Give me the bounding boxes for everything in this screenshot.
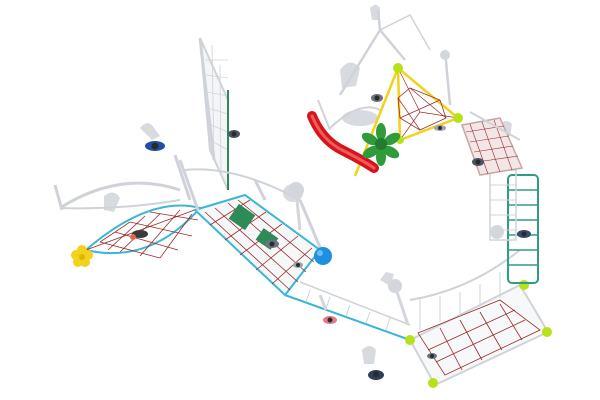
person-on-leaf-net xyxy=(130,230,148,240)
person-top-tower xyxy=(371,94,383,102)
red-slide xyxy=(307,111,379,173)
person-net-tube xyxy=(472,158,484,166)
person-bottom-net xyxy=(427,353,437,359)
lower-walkway xyxy=(284,279,411,341)
yellow-flower-ornament xyxy=(71,245,93,267)
triangle-net-tower xyxy=(317,9,463,177)
bottom-net-platform xyxy=(405,249,552,388)
blue-ball-ornament xyxy=(314,247,332,265)
person-pink-shirt xyxy=(323,316,337,324)
people xyxy=(130,94,531,380)
person-on-ladder xyxy=(517,230,531,238)
person-on-bridge-1 xyxy=(265,240,279,248)
person-top-tower-2 xyxy=(434,125,446,131)
leaf-net-structure xyxy=(53,154,202,267)
person-on-bridge-2 xyxy=(293,262,303,268)
person-on-wall xyxy=(228,130,240,138)
climbing-grid-wall xyxy=(198,37,229,191)
rope-bridge xyxy=(178,159,332,297)
person-walking-bottom xyxy=(368,370,384,380)
person-blue-jacket xyxy=(145,141,165,151)
leaf-canopy xyxy=(361,123,401,166)
